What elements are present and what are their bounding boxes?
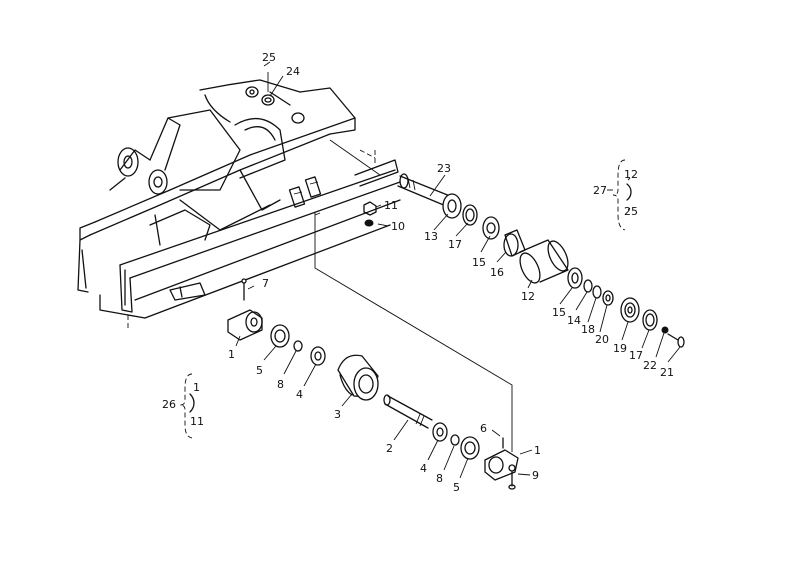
callout-17-lower: 17	[629, 349, 643, 362]
callout-25-top: 25	[262, 51, 276, 64]
callout-labels: 25 24 23 11 10 13 17 15 16 12 15 14 18 2…	[162, 51, 674, 494]
callout-18: 18	[581, 323, 595, 336]
top-fasteners	[245, 86, 275, 106]
callout-23: 23	[437, 162, 451, 175]
callout-2: 2	[386, 442, 393, 455]
callout-5-right: 5	[453, 481, 460, 494]
callout-8-right: 8	[436, 472, 443, 485]
callout-19: 19	[613, 342, 627, 355]
group-26-member-1: 1	[193, 381, 200, 394]
callout-14: 14	[567, 314, 581, 327]
callout-15-upper: 15	[472, 256, 486, 269]
callout-21: 21	[660, 366, 674, 379]
group-27-member-12: 12	[624, 168, 638, 181]
callout-1-right: 1	[534, 444, 541, 457]
callout-24: 24	[286, 65, 300, 78]
callout-5-left: 5	[256, 364, 263, 377]
callout-9: 9	[532, 469, 539, 482]
callout-12: 12	[521, 290, 535, 303]
callout-8-left: 8	[277, 378, 284, 391]
callout-10: 10	[391, 220, 405, 233]
callout-16: 16	[490, 266, 504, 279]
callout-20: 20	[595, 333, 609, 346]
callout-1-left: 1	[228, 348, 235, 361]
upper-shaft-assembly	[397, 173, 685, 348]
group-26-parent: 26	[162, 398, 176, 411]
callout-13: 13	[424, 230, 438, 243]
lower-roller-assembly	[227, 278, 519, 490]
group-27-parent: 27	[593, 184, 607, 197]
group-brace-27	[607, 159, 632, 231]
group-brace-26	[179, 373, 195, 439]
nut-washer-group	[363, 201, 377, 227]
callout-17-upper: 17	[448, 238, 462, 251]
callout-22: 22	[643, 359, 657, 372]
callout-3: 3	[334, 408, 341, 421]
frame-assembly	[77, 79, 401, 330]
callout-4-right: 4	[420, 462, 427, 475]
callout-6: 6	[480, 422, 487, 435]
group-26-member-11: 11	[190, 415, 204, 428]
callout-15-lower: 15	[552, 306, 566, 319]
group-27-member-25: 25	[624, 205, 638, 218]
callout-7: 7	[262, 277, 269, 290]
center-lines	[235, 61, 681, 479]
callout-4-left: 4	[296, 388, 303, 401]
callout-11: 11	[384, 199, 398, 212]
